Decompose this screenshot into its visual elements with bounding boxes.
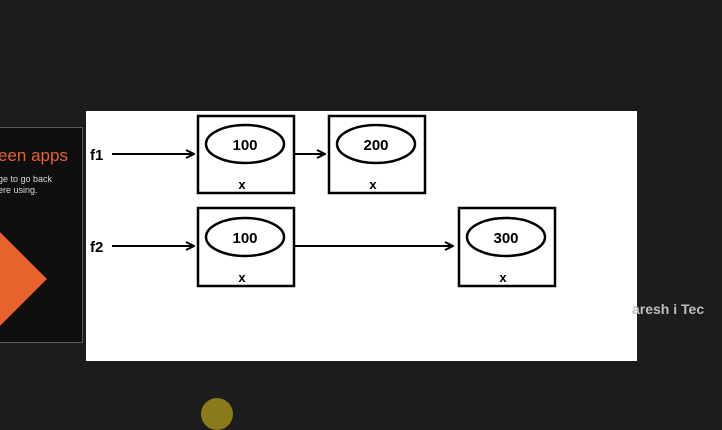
diagram-slide: f1 f2 100 x 200 x 100 x xyxy=(86,111,637,361)
watermark: aresh i Tec xyxy=(632,301,705,317)
side-panel-text: ge to go back ere using. xyxy=(0,174,52,196)
diagram-svg: f1 f2 100 x 200 x 100 x xyxy=(90,114,557,288)
object-node-2: 200 x xyxy=(327,114,427,195)
node-3-field: x xyxy=(238,270,246,285)
node-2-value: 200 xyxy=(363,137,388,154)
side-panel-line-2: ere using. xyxy=(0,185,38,195)
node-4-value: 300 xyxy=(493,230,518,247)
object-node-1: 100 x xyxy=(196,114,296,195)
node-1-field: x xyxy=(238,177,246,192)
orange-arrow-icon xyxy=(0,228,47,330)
object-node-3: 100 x xyxy=(196,206,296,288)
object-node-4: 300 x xyxy=(457,206,557,288)
ref-label-f2: f2 xyxy=(90,239,103,256)
ref-label-f1: f1 xyxy=(90,147,103,164)
side-panel-line-1: ge to go back xyxy=(0,174,53,184)
node-2-field: x xyxy=(369,177,377,192)
side-panel-title: een apps xyxy=(0,146,68,165)
node-1-value: 100 xyxy=(232,137,257,154)
node-4-field: x xyxy=(499,270,507,285)
node-3-value: 100 xyxy=(232,230,257,247)
side-panel: een apps ge to go back ere using. xyxy=(0,127,83,343)
cursor-dot xyxy=(201,398,233,430)
